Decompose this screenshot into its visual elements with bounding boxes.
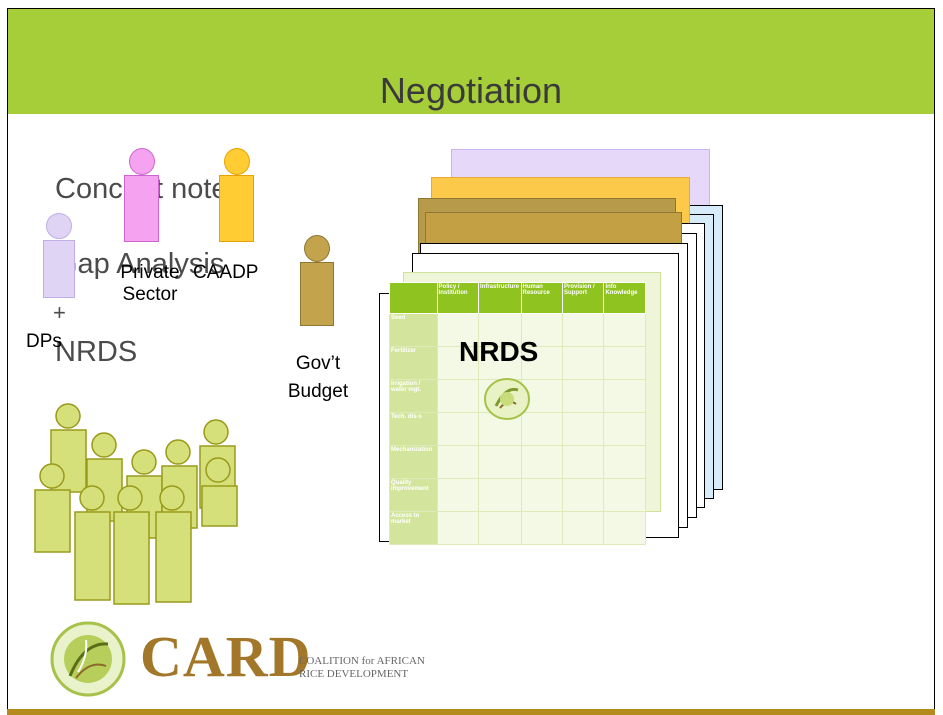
card-logo-subtitle-1: COALITION for AFRICAN: [299, 655, 425, 667]
matrix-header-cell: Provision / Support: [561, 282, 605, 314]
matrix-cell: [436, 346, 480, 380]
matrix-cell: [520, 511, 563, 545]
matrix-cell: [603, 379, 646, 413]
matrix-cell: [436, 511, 480, 545]
matrix-cell: [478, 445, 522, 479]
matrix-row: Fertilizer: [389, 346, 646, 380]
matrix-cell: [436, 412, 480, 446]
label-govt-budget: Gov’t Budget: [268, 350, 368, 406]
matrix-cell: [603, 412, 646, 446]
matrix-header-cell: Human Resource: [520, 282, 563, 314]
matrix-cell: [603, 313, 646, 347]
matrix-cell: [478, 511, 522, 545]
bullet-nrds: NRDS: [55, 336, 138, 368]
govt-budget-text: Gov’t Budget: [287, 353, 349, 402]
card-logo-icon: [50, 621, 126, 697]
matrix-cell: [436, 478, 480, 512]
matrix-row: Access to market: [389, 511, 646, 545]
matrix-cell: [520, 478, 563, 512]
matrix-header-cell: [389, 282, 438, 314]
matrix-row: Seed: [389, 313, 646, 347]
matrix-cell: [603, 478, 646, 512]
matrix-row-label: Irrigation / water mgt.: [389, 379, 438, 413]
matrix-row-label: Tech. dis-s: [389, 412, 438, 446]
title-bar: Negotiation: [8, 9, 934, 114]
matrix-cell: [520, 313, 563, 347]
slide-title: Negotiation: [379, 70, 563, 111]
matrix-header-cell: Infrastructure: [478, 282, 522, 314]
matrix-row-label: Fertilizer: [389, 346, 438, 380]
matrix-cell: [561, 313, 605, 347]
matrix-row: Quality improvement: [389, 478, 646, 512]
matrix-row-label: Access to market: [389, 511, 438, 545]
slide-frame: [7, 8, 935, 711]
crowd-illustration: [34, 403, 238, 605]
card-logo-wordmark: CARD: [140, 624, 312, 689]
bullet-plus-2: +: [53, 300, 66, 325]
matrix-header-cell: Policy / Institution: [436, 282, 480, 314]
matrix-cell: [561, 445, 605, 479]
matrix-cell: [561, 412, 605, 446]
matrix-cell: [520, 445, 563, 479]
label-dps: DPs: [26, 331, 62, 352]
bottom-rule: [7, 709, 935, 715]
private-sector-text: Private Sector: [120, 262, 180, 305]
matrix-cell: [561, 379, 605, 413]
matrix-cell: [478, 313, 522, 347]
matrix-cell: [561, 478, 605, 512]
matrix-header-cell: Info Knowledge: [603, 282, 646, 314]
rice-emblem-icon: [484, 378, 530, 420]
matrix-cell: [561, 346, 605, 380]
matrix-row: Mechanization: [389, 445, 646, 479]
matrix-cell: [603, 511, 646, 545]
card-logo-subtitle-2: RICE DEVELOPMENT: [299, 668, 409, 680]
matrix-cell: [561, 511, 605, 545]
matrix-cell: [603, 346, 646, 380]
matrix-cell: [603, 445, 646, 479]
matrix-cell: [436, 445, 480, 479]
bullet-gap-analysis: Gap Analysis: [55, 248, 225, 280]
matrix-cell: [436, 379, 480, 413]
label-private-sector: Private Sector: [95, 262, 205, 306]
matrix-cell: [520, 346, 563, 380]
matrix-row-label: Mechanization: [389, 445, 438, 479]
document-title: NRDS: [459, 336, 539, 367]
matrix-cell: [520, 412, 563, 446]
label-caadp: CAADP: [193, 262, 259, 283]
matrix-row-label: Seed: [389, 313, 438, 347]
matrix-cell: [436, 313, 480, 347]
matrix-cell: [478, 478, 522, 512]
matrix-row-label: Quality improvement: [389, 478, 438, 512]
